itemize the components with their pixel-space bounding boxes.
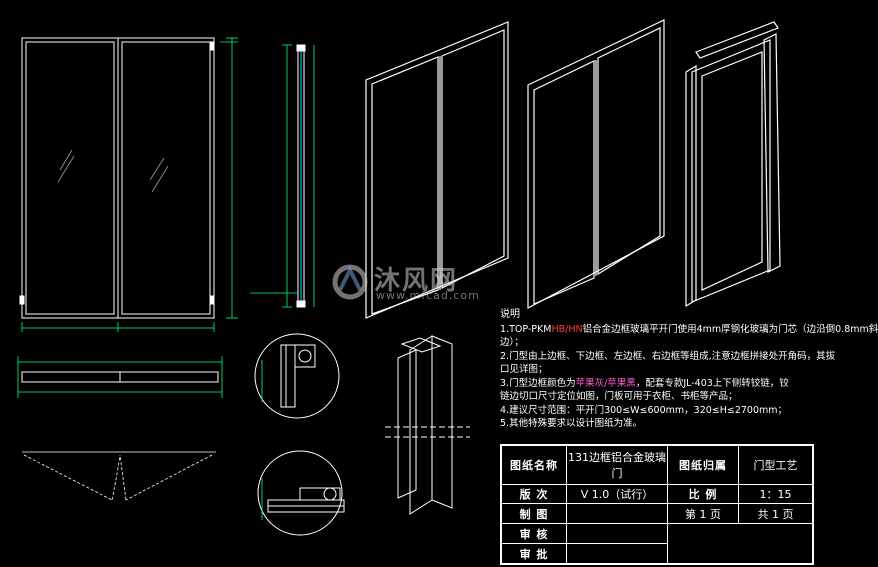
tb-drawing-name: 131边框铝合金玻璃门	[566, 445, 668, 485]
tb-drafter	[566, 503, 668, 525]
tb-owner: 门型工艺	[738, 445, 813, 485]
mfcad-logo-icon	[332, 264, 368, 300]
note-2: 2.门型由上边框、下边框、左边框、右边框等组成,注意边框拼接处开角码，其拔	[500, 350, 836, 362]
hinge-detail-bottom	[257, 450, 345, 536]
drawing-notes: 说明 1.TOP-PKMHB/HN铝合金边框玻璃平开门使用4mm厚钢化玻璃为门芯…	[500, 308, 878, 431]
note-5: 5.其他特殊要求以设计图纸为准。	[500, 418, 643, 429]
tb-blank	[667, 523, 813, 564]
watermark-url: www.mfcad.com	[376, 289, 480, 302]
tb-page: 第 1 页	[667, 503, 739, 525]
frame-profile-3d	[385, 335, 470, 515]
tb-label-review: 审 核	[501, 523, 567, 545]
tb-label-version: 版 次	[501, 483, 567, 505]
right-door-panel	[117, 37, 215, 319]
tb-total-pages: 共 1 页	[738, 503, 813, 525]
note-3-cont: 链边切口尺寸定位如图，门板可用于衣柜、书柜等产品；	[500, 391, 738, 402]
tb-scale: 1：15	[738, 483, 813, 505]
cad-drawing	[17, 19, 781, 536]
door-3d-exploded	[685, 21, 781, 308]
title-block: 图纸名称 131边框铝合金玻璃门 图纸归属 门型工艺 版 次 V 1.0（试行）…	[500, 444, 814, 565]
tb-label-owner: 图纸归属	[667, 445, 739, 485]
tb-label-approve: 审 批	[501, 543, 567, 564]
door-3d-view-1	[365, 21, 509, 319]
tb-label-scale: 比 例	[667, 483, 739, 505]
note-1-cont: 边）；	[500, 337, 524, 348]
dimension-lines-front	[21, 37, 238, 332]
door-front-elevation	[19, 37, 215, 319]
door-plan-section	[21, 371, 219, 383]
door-side-section	[296, 44, 306, 308]
door-swing-plan	[22, 451, 216, 501]
note-4: 4.建议尺寸范围：平开门300≤W≤600mm，320≤H≤2700mm；	[500, 404, 788, 416]
tb-approve	[566, 543, 668, 564]
watermark: 沐风网 www.mfcad.com	[330, 260, 500, 306]
watermark-brand: 沐风网	[374, 266, 459, 296]
tb-version: V 1.0（试行）	[566, 483, 668, 505]
notes-heading: 说明	[500, 309, 520, 320]
tb-label-drafter: 制 图	[501, 503, 567, 525]
tb-label-drawing-name: 图纸名称	[501, 445, 567, 485]
door-3d-view-2	[527, 19, 665, 309]
hinge-detail-top	[254, 333, 340, 419]
left-door-panel	[21, 37, 119, 319]
note-2-cont: 口见详图；	[500, 364, 548, 375]
tb-review	[566, 523, 668, 545]
note-1: 1.TOP-PKMHB/HN铝合金边框玻璃平开门使用4mm厚钢化玻璃为门芯（边沿…	[500, 323, 878, 335]
note-3: 3.门型边框颜色为苹果灰/苹果黑，配套专款JL-403上下侧转铰链，铰	[500, 377, 789, 389]
